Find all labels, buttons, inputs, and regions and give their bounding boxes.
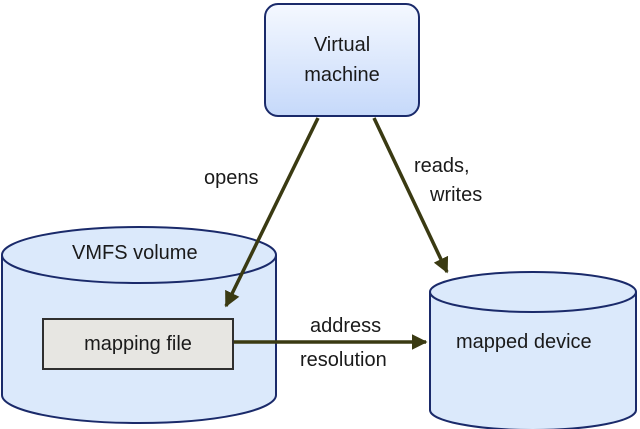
mapped-device-cylinder [429,271,637,429]
virtual-machine-node: Virtual machine [264,3,420,117]
virtual-machine-label-line1: Virtual [313,34,371,56]
mapping-file-label: mapping file [84,332,192,355]
reads-writes-arrow [372,117,449,274]
address-resolution-edge-label-line2: resolution [300,349,387,371]
mapped-device-label: mapped device [456,331,592,353]
virtual-machine-label-line2: machine [304,64,380,86]
opens-arrow [224,117,320,308]
reads-writes-edge-label-line1: reads, [414,155,470,177]
vmfs-volume-label: VMFS volume [72,242,198,264]
address-resolution-edge-label-line1: address [310,315,382,337]
opens-edge-label: opens [204,167,259,189]
mapping-file-node: mapping file [42,318,234,370]
reads-writes-edge-label-line2: writes [430,184,483,206]
